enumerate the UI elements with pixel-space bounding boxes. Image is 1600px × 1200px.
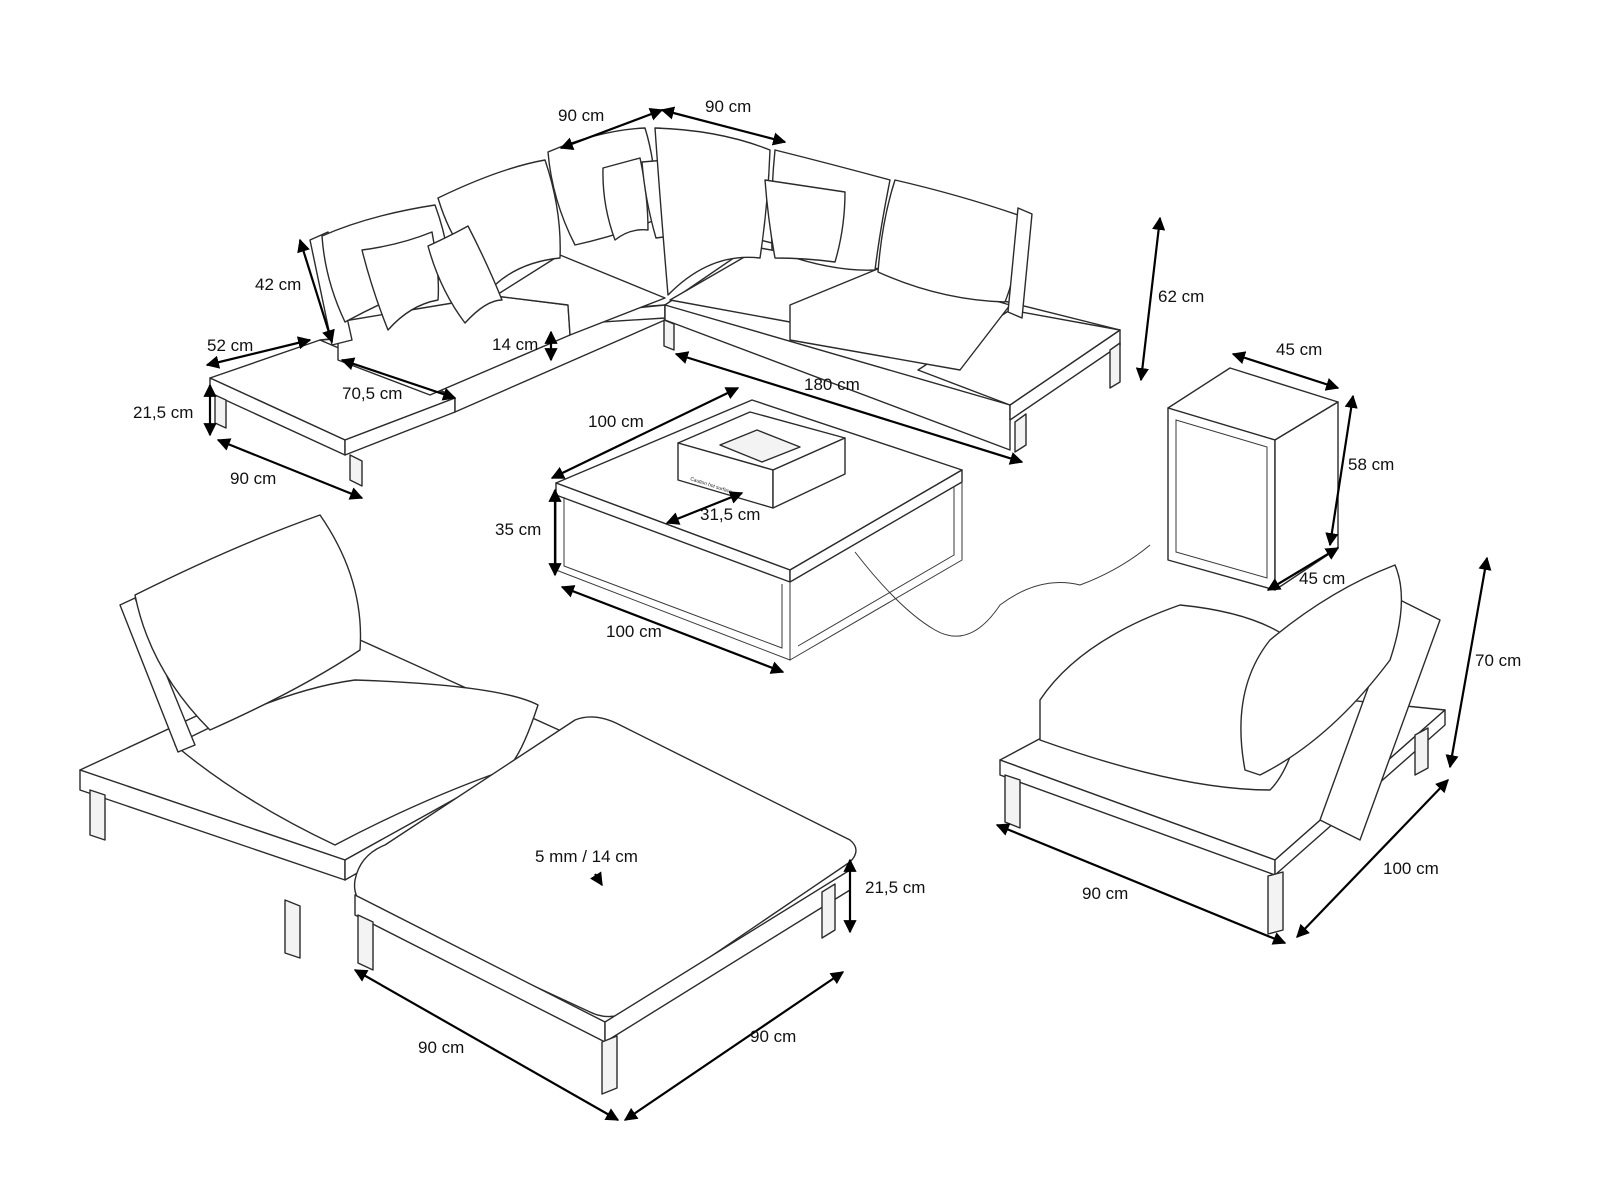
label-ottoman-cushion: 5 mm / 14 cm [535,847,638,866]
label-sofa-back-left-width: 90 cm [558,106,604,125]
label-chair-depth: 100 cm [1383,859,1439,878]
label-box-depth: 45 cm [1299,569,1345,588]
dim-line [1325,394,1358,547]
label-ottoman-depth: 90 cm [750,1027,796,1046]
label-side-table-depth: 52 cm [207,336,253,355]
dim-line [1135,216,1166,382]
dim-line [674,351,1024,465]
dim-line [1231,351,1340,391]
label-chair-width: 90 cm [1082,884,1128,903]
gas-cable [854,544,1151,637]
label-total-height: 62 cm [1158,287,1204,306]
dim-line [216,438,364,500]
dimension-labels: 90 cm 90 cm 42 cm 52 cm 14 cm 70,5 cm 21… [133,97,1521,1057]
dim-line [353,969,620,1121]
label-left-table-width: 90 cm [230,469,276,488]
label-frame-height: 21,5 cm [133,403,193,422]
left-chair-back-frame [119,597,196,753]
label-right-section-length: 180 cm [804,375,860,394]
label-seat-depth: 70,5 cm [342,384,402,403]
label-ottoman-width: 90 cm [418,1038,464,1057]
dim-line [205,336,312,369]
right-back-frame [1007,207,1033,319]
dim-line [550,387,740,479]
dim-line [623,971,845,1121]
pillow-2 [427,225,503,324]
label-box-height: 58 cm [1348,455,1394,474]
dim-line [1296,779,1449,938]
dim-line [1266,547,1340,591]
label-burner-size: 31,5 cm [700,505,760,524]
label-table-width: 100 cm [606,622,662,641]
dim-line [559,108,664,150]
left-chair-back-cushion [134,514,362,731]
label-box-width: 45 cm [1276,340,1322,359]
label-back-height: 42 cm [255,275,301,294]
label-ottoman-height: 21,5 cm [865,878,925,897]
label-cushion-height: 14 cm [492,335,538,354]
ottoman [353,716,857,1095]
right-chair-back-cushion [1240,564,1403,776]
label-sofa-back-right-width: 90 cm [705,97,751,116]
right-lounge-chair [999,564,1446,935]
label-table-depth: 100 cm [588,412,644,431]
pillow-1 [361,231,440,331]
fire-table: Caution hot surface [555,399,1151,661]
dimension-lines [203,106,1492,1121]
dim-line [660,106,787,146]
dim-line [665,491,744,525]
dim-line [560,585,785,674]
corner-sofa [209,127,1121,487]
dim-line [1445,556,1492,769]
dim-line [590,871,603,887]
left-chair-cushion [174,679,539,846]
label-table-height: 35 cm [495,520,541,539]
back-cushion-6 [877,179,1019,303]
label-chair-height: 70 cm [1475,651,1521,670]
pillow-3 [602,157,649,241]
dim-line [297,238,335,344]
pillow-5 [764,179,846,263]
gas-bottle-box [1167,367,1339,591]
dim-line [340,357,457,401]
dim-line [995,823,1287,945]
